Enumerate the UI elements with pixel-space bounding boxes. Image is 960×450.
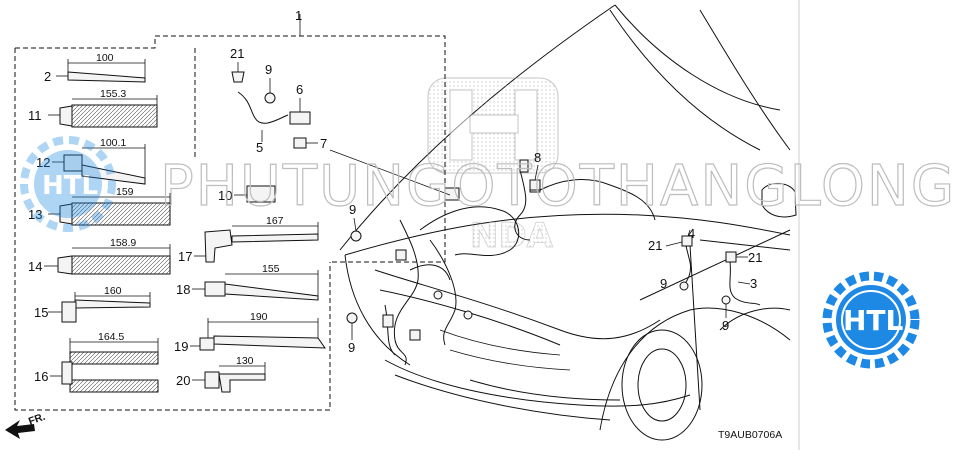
part-9-bolt-top: [264, 78, 276, 104]
part-21-bolt-top: [231, 62, 245, 83]
callout-10: 10: [218, 188, 232, 203]
front-label: FR.: [27, 411, 47, 428]
car-front-outline: [339, 4, 797, 441]
part-11-drawing: [48, 95, 158, 128]
dimension-part-18: 155: [262, 263, 280, 275]
logo-htl: HTL: [822, 271, 920, 369]
dimension-part-15: 160: [104, 285, 122, 297]
part-14-drawing: [44, 244, 171, 275]
part-4-cable: [665, 229, 693, 291]
callout-3: 3: [750, 276, 757, 291]
part-19-drawing: [190, 318, 326, 351]
logo-text-left: HTL: [42, 171, 98, 201]
front-direction-arrow: [5, 420, 35, 439]
callout-18: 18: [176, 282, 190, 297]
part-9-bolt-left-upper: [350, 217, 362, 242]
part-15-drawing: [48, 292, 151, 323]
dimension-part-13: 159: [116, 186, 134, 198]
dimension-part-11: 155.3: [100, 88, 126, 100]
part-3-cable: [721, 251, 761, 318]
callout-8: 8: [534, 150, 541, 165]
part-7-connector: [293, 137, 318, 149]
callout-labels: 1 2 3 4 5 6 7 8 9 9 9 9 9 10 11 12 13 14…: [28, 8, 762, 388]
dimension-part-16: 164.5: [98, 331, 124, 343]
callout-2: 2: [44, 69, 51, 84]
dimension-part-17: 167: [266, 215, 284, 227]
part-12-drawing: [52, 144, 146, 185]
part-16-drawing: [50, 338, 159, 393]
logo-watermark-left: HTL: [20, 136, 116, 232]
callout-11: 11: [28, 108, 42, 123]
part-18-drawing: [192, 270, 319, 301]
callout-16: 16: [34, 369, 48, 384]
brand-emblem-watermark: NDA: [427, 77, 559, 256]
parts-group-frame: [14, 14, 446, 411]
diagram-code: T9AUB0706A: [718, 429, 782, 441]
callout-21-right: 21: [648, 238, 662, 253]
callout-4: 4: [688, 226, 695, 241]
callout-14: 14: [28, 259, 42, 274]
callout-9-left-upper: 9: [349, 202, 356, 217]
callout-19: 19: [174, 339, 188, 354]
callout-9-right-lower: 9: [722, 318, 729, 333]
callout-5: 5: [256, 140, 263, 155]
part-17-drawing: [194, 222, 319, 263]
part-6-clip: [289, 98, 311, 125]
callout-15: 15: [34, 305, 48, 320]
callout-21-far-right: 21: [748, 250, 762, 265]
part-13-drawing: [48, 193, 171, 226]
dimension-labels: 100 155.3 100.1 159 158.9 160 164.5 167 …: [96, 52, 284, 367]
callout-7: 7: [320, 136, 327, 151]
svg-text:NDA: NDA: [470, 216, 554, 256]
dimension-part-14: 158.9: [110, 237, 136, 249]
dimension-part-12: 100.1: [100, 137, 126, 149]
dimension-part-20: 130: [236, 355, 254, 367]
callout-9-left-lower: 9: [348, 340, 355, 355]
logo-text-right: HTL: [843, 304, 904, 337]
engine-harness-drawing: [329, 149, 656, 366]
callout-21-top: 21: [230, 46, 244, 61]
callout-13: 13: [28, 207, 42, 222]
part-2-drawing: [56, 59, 146, 83]
callout-9-top: 9: [265, 62, 272, 77]
part-8-clip: [529, 164, 541, 191]
dimension-part-2: 100: [96, 52, 114, 64]
callout-12: 12: [36, 155, 50, 170]
dimension-part-19: 190: [250, 311, 268, 323]
part-20-drawing: [192, 362, 266, 393]
part-10-grommet: [234, 185, 276, 203]
callout-17: 17: [178, 249, 192, 264]
part-9-bolt-left-lower: [346, 312, 358, 340]
callout-9-right: 9: [660, 276, 667, 291]
callout-6: 6: [296, 82, 303, 97]
callout-20: 20: [176, 373, 190, 388]
callout-1: 1: [295, 8, 302, 23]
part-5-cable: [237, 91, 289, 142]
watermark-text: PHUTUNGOTOTHANGLONG: [160, 154, 956, 219]
